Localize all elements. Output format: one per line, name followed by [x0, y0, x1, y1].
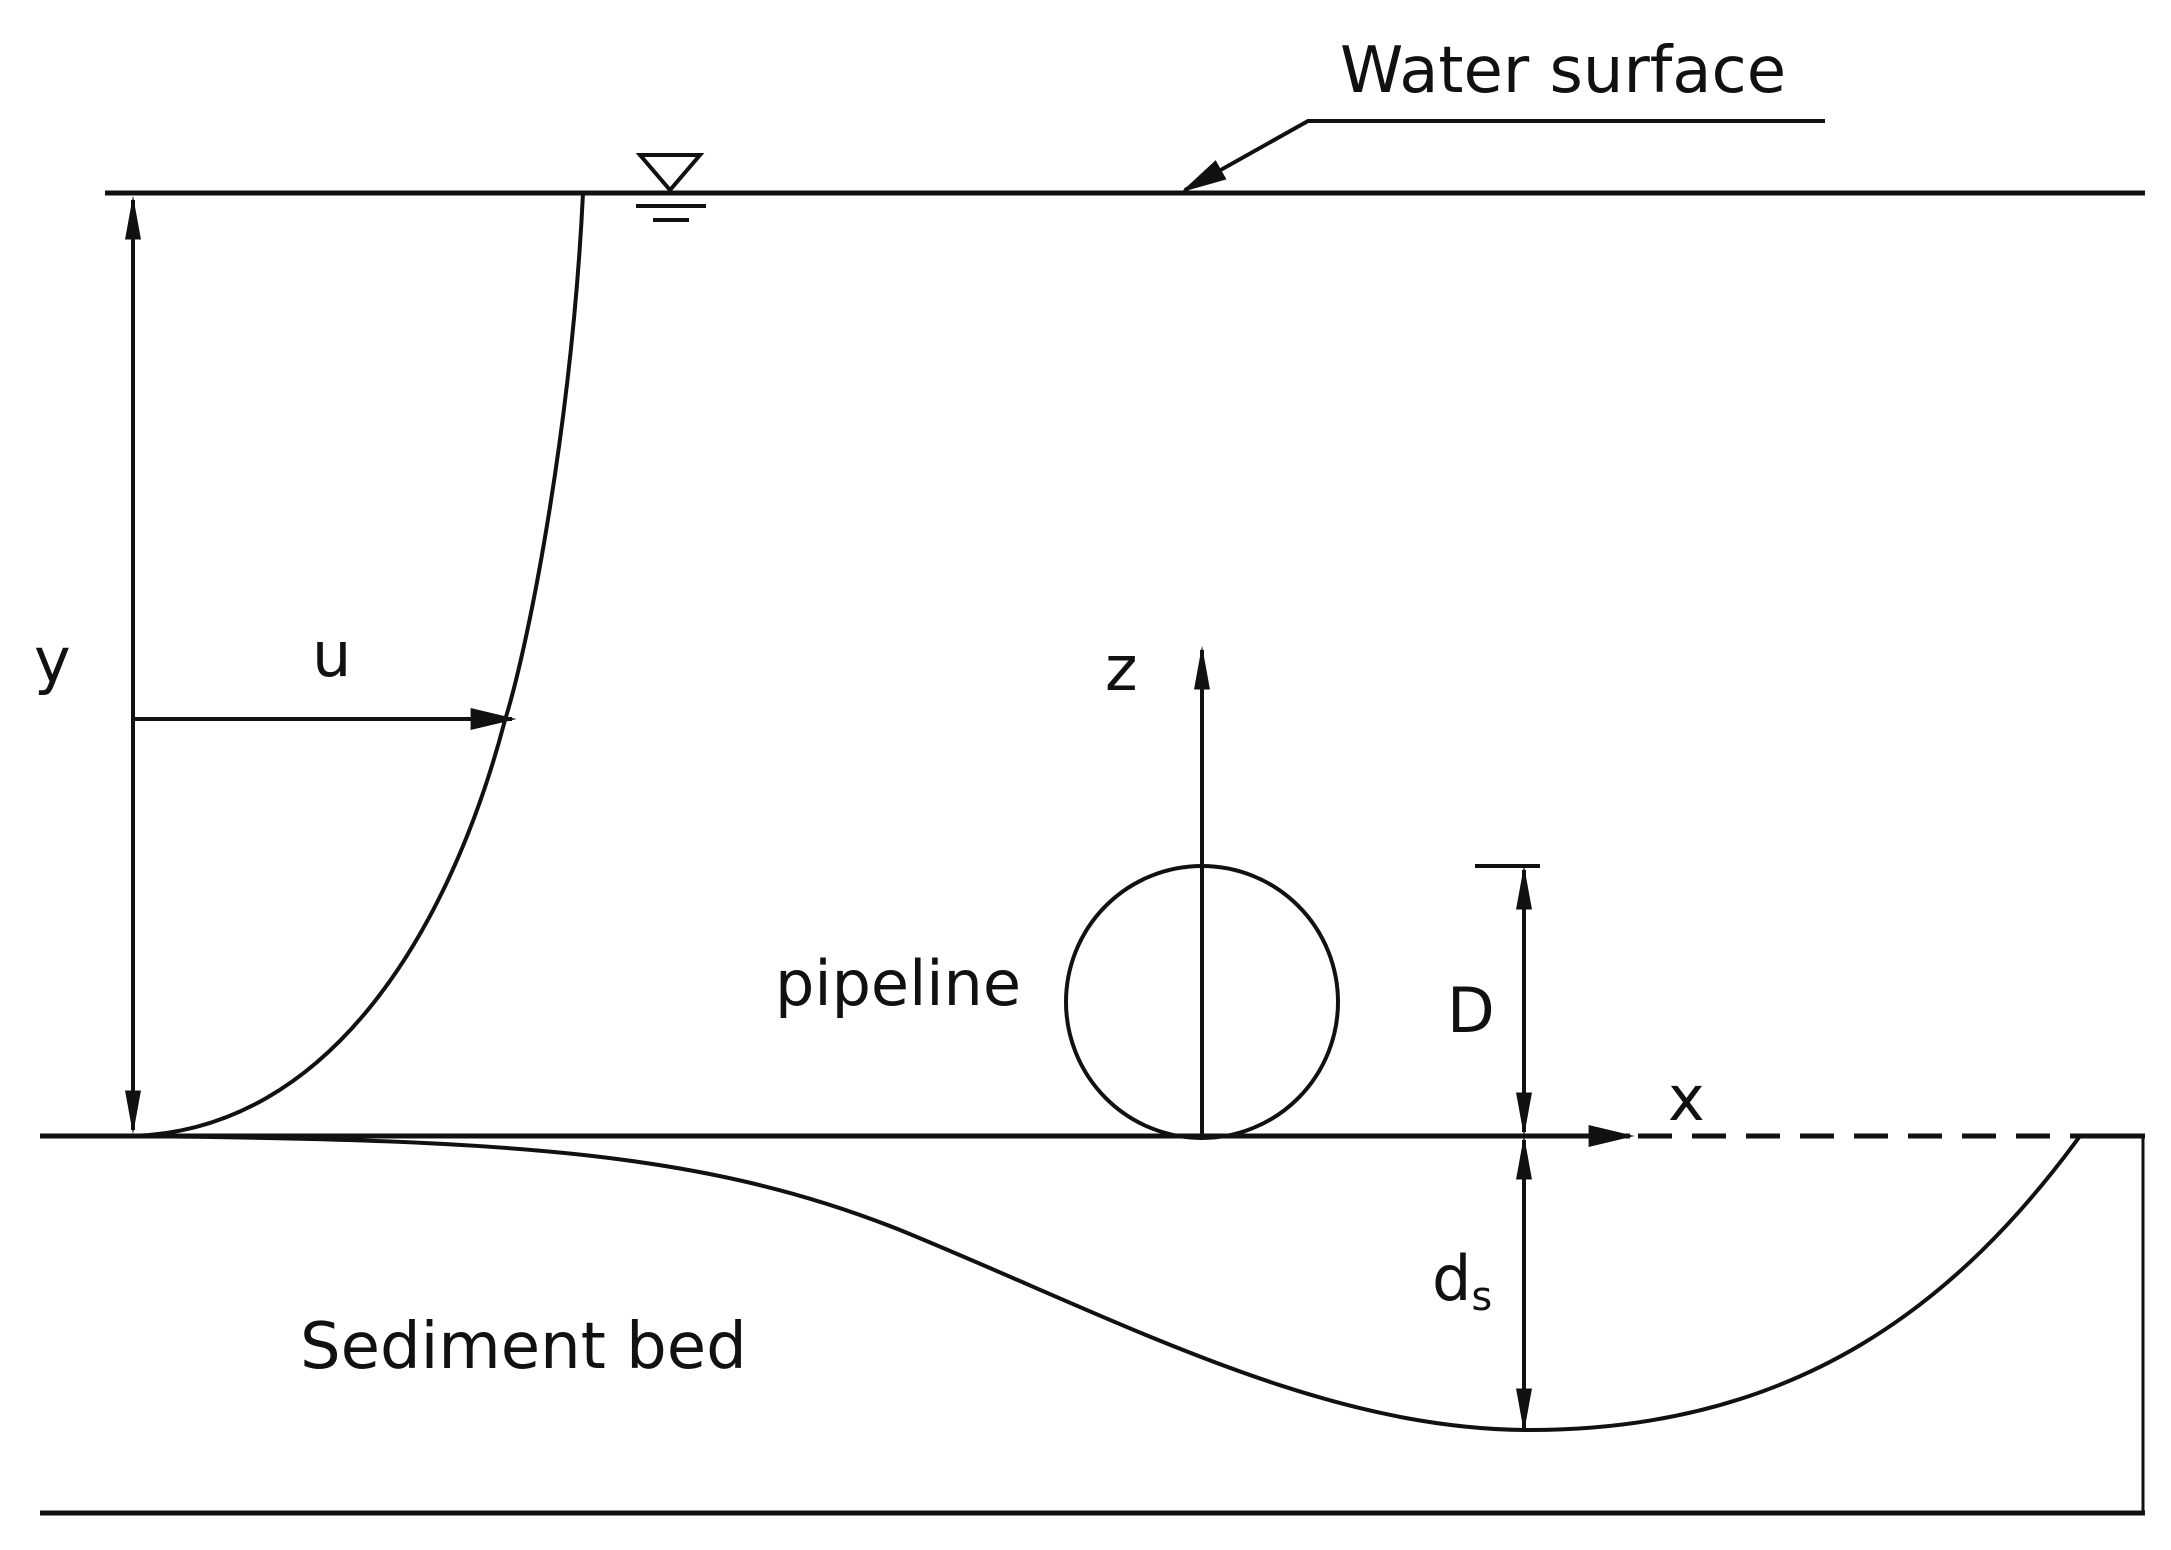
- water-level-triangle-icon: [635, 153, 706, 222]
- scour-depth-label-sub: s: [1471, 1274, 1492, 1320]
- depth-label-y: y: [34, 624, 71, 697]
- velocity-label-u: u: [312, 618, 351, 691]
- x-axis-label: x: [1668, 1062, 1705, 1135]
- sediment-bed-label: Sediment bed: [300, 1310, 747, 1384]
- scour-depth-label: ds: [1432, 1242, 1492, 1320]
- velocity-profile-curve: [132, 192, 585, 1138]
- scour-depth-label-main: d: [1432, 1242, 1471, 1315]
- diameter-label-D: D: [1447, 974, 1495, 1047]
- scour-hole-profile: [132, 1134, 2082, 1433]
- water-surface-leader: [1180, 119, 1825, 193]
- water-surface-label: Water surface: [1340, 34, 1786, 108]
- pipeline-label: pipeline: [775, 947, 1021, 1020]
- z-axis-label: z: [1105, 632, 1138, 705]
